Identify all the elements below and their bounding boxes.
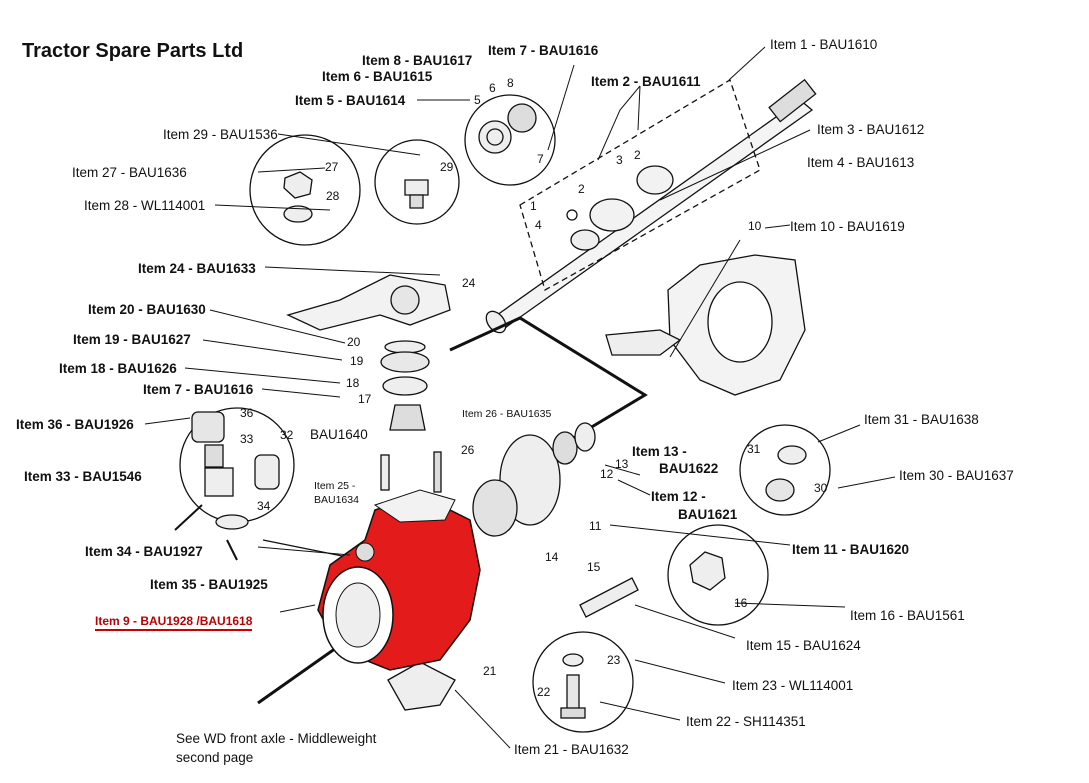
label-item-5: Item 5 - BAU1614: [295, 93, 406, 108]
stud: [579, 577, 639, 618]
label-item-12a: Item 12 -: [651, 489, 706, 504]
part-number-26: 26: [461, 443, 475, 457]
hub-nut-circle: [667, 524, 769, 626]
nut-washer-circle: [249, 134, 361, 246]
label-item-34: Item 34 - BAU1927: [85, 544, 203, 559]
label-item-19: Item 19 - BAU1627: [73, 332, 191, 347]
label-item-13a: Item 13 -: [632, 444, 687, 459]
part-number-16: 16: [734, 596, 748, 610]
part-number-24: 24: [462, 276, 476, 290]
seal-detail-circle: [739, 424, 831, 516]
label-item-4: Item 4 - BAU1613: [807, 155, 915, 170]
label-item-7-lower: Item 7 - BAU1616: [143, 382, 254, 397]
halfshaft: [485, 78, 817, 334]
part-number-4: 4: [535, 218, 542, 232]
label-item-9: Item 9 - BAU1928 /BAU1618: [95, 613, 253, 631]
grease-nipple-circle: [374, 139, 460, 225]
label-item-24: Item 24 - BAU1633: [138, 261, 256, 276]
label-item-11: Item 11 - BAU1620: [792, 542, 910, 557]
label-item-10: Item 10 - BAU1619: [790, 219, 905, 234]
label-item-21: Item 21 - BAU1632: [514, 742, 629, 757]
label-item-26: Item 26 - BAU1635: [462, 408, 552, 420]
part-number-14: 14: [545, 550, 559, 564]
part-number-29: 29: [440, 160, 454, 174]
label-item-15: Item 15 - BAU1624: [746, 638, 861, 653]
part-number-20: 20: [347, 335, 361, 349]
part-number-5: 5: [474, 93, 481, 107]
label-item-20: Item 20 - BAU1630: [88, 302, 206, 317]
cap-plate: [387, 661, 456, 711]
part-number-18: 18: [346, 376, 360, 390]
label-item-8: Item 8 - BAU1617: [362, 53, 473, 68]
label-item-31: Item 31 - BAU1638: [864, 412, 979, 427]
part-number-8: 8: [507, 76, 514, 90]
bearing-detail-circle: [464, 94, 556, 186]
label-item-2: Item 2 - BAU1611: [591, 74, 701, 89]
label-item-36: Item 36 - BAU1926: [16, 417, 134, 432]
part-number-28: 28: [326, 189, 340, 203]
part-number-32: 32: [280, 428, 294, 442]
part-number-6: 6: [489, 81, 496, 95]
part-number-15: 15: [587, 560, 601, 574]
part-number-1: 1: [530, 199, 537, 213]
part-number-17: 17: [358, 392, 372, 406]
label-item-25b: BAU1634: [314, 494, 359, 506]
label-item-27: Item 27 - BAU1636: [72, 165, 187, 180]
label-item-35: Item 35 - BAU1925: [150, 577, 268, 592]
part-number-2b: 2: [634, 148, 641, 162]
part-number-7: 7: [537, 152, 544, 166]
part-number-30: 30: [814, 481, 828, 495]
part-number-13: 13: [615, 457, 629, 471]
steering-arm: [286, 274, 451, 331]
bolt-washer-circle: [532, 631, 634, 733]
label-item-16: Item 16 - BAU1561: [850, 608, 965, 623]
part-number-33: 33: [240, 432, 254, 446]
label-item-1: Item 1 - BAU1610: [770, 37, 878, 52]
label-item-29: Item 29 - BAU1536: [163, 127, 278, 142]
part-number-12: 12: [600, 467, 614, 481]
part-number-11: 11: [589, 519, 602, 533]
label-item-3: Item 3 - BAU1612: [817, 122, 925, 137]
label-item-7-top: Item 7 - BAU1616: [488, 43, 599, 58]
axle-housing-highlight: [317, 489, 481, 671]
part-number-27: 27: [325, 160, 339, 174]
label-item-22: Item 22 - SH114351: [686, 714, 806, 729]
universal-joint: [566, 165, 674, 251]
note-line-1: See WD front axle - Middleweight: [176, 731, 377, 746]
label-item-18: Item 18 - BAU1626: [59, 361, 177, 376]
label-item-33: Item 33 - BAU1546: [24, 469, 142, 484]
note-line-2: second page: [176, 750, 254, 765]
part-number-22: 22: [537, 685, 551, 699]
part-number-36: 36: [240, 406, 254, 420]
company-title: Tractor Spare Parts Ltd: [22, 40, 244, 62]
part-number-21: 21: [483, 664, 497, 678]
part-number-34: 34: [257, 499, 271, 513]
part-number-10: 10: [748, 219, 762, 233]
label-item-13b: BAU1622: [659, 461, 719, 476]
part-number-2a: 2: [578, 182, 585, 196]
label-item-6: Item 6 - BAU1615: [322, 69, 433, 84]
label-item-23: Item 23 - WL114001: [732, 678, 854, 693]
part-number-31: 31: [747, 442, 761, 456]
label-item-25a: Item 25 -: [314, 480, 356, 492]
hub-flange: [472, 422, 596, 537]
label-item-28: Item 28 - WL114001: [84, 198, 206, 213]
label-item-30: Item 30 - BAU1637: [899, 468, 1014, 483]
part-number-3: 3: [616, 153, 623, 167]
part-number-19: 19: [350, 354, 364, 368]
label-item-12b: BAU1621: [678, 507, 738, 522]
dashed-outline: [519, 79, 761, 291]
part-number-23: 23: [607, 653, 621, 667]
label-item-32: BAU1640: [310, 427, 368, 442]
